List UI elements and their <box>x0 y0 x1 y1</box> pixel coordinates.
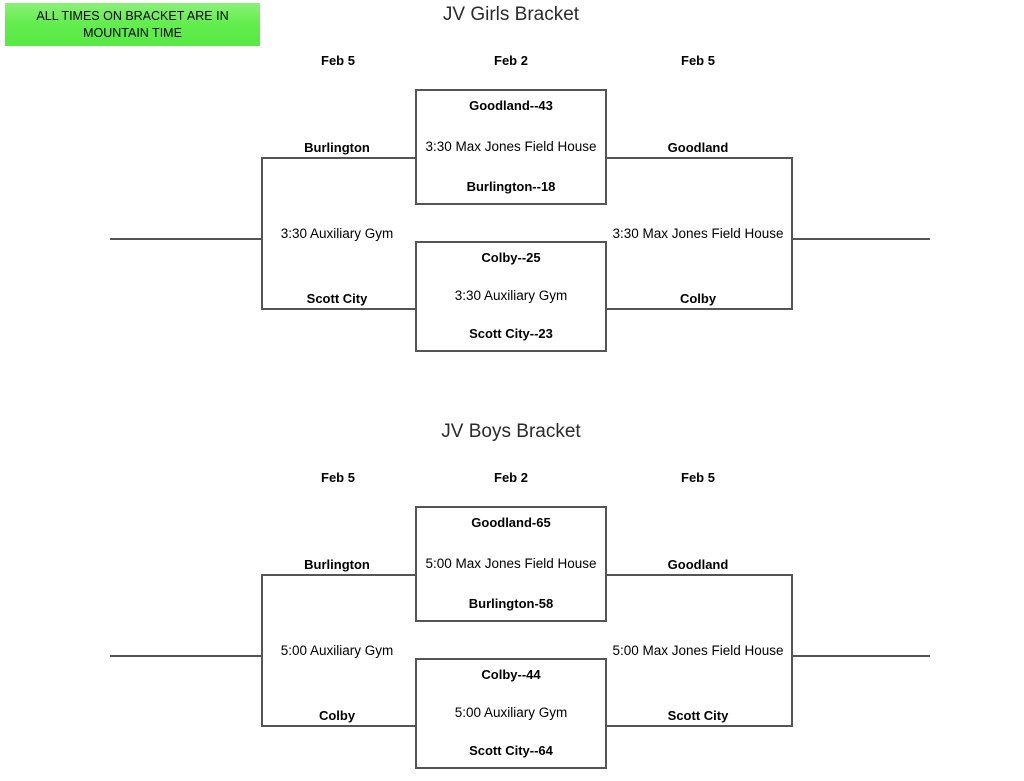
notice-line-1: ALL TIMES ON BRACKET ARE IN <box>36 8 229 23</box>
boys-semifinal-bottom-box: Colby--44 5:00 Auxiliary Gym Scott City-… <box>415 658 607 769</box>
boys-left-vertical-connector <box>261 574 263 726</box>
girls-right-venue: 3:30 Max Jones Field House <box>612 226 784 241</box>
girls-left-feed-line <box>110 238 262 240</box>
boys-semifinal-bottom-loser: Scott City--64 <box>469 743 553 758</box>
boys-right-top-arm-line <box>606 574 793 576</box>
notice-line-2: MOUNTAIN TIME <box>83 25 182 40</box>
girls-right-bottom-team: Colby <box>679 291 717 306</box>
boys-left-top-team: Burlington <box>304 557 370 572</box>
boys-semifinal-top-box: Goodland-65 5:00 Max Jones Field House B… <box>415 506 607 622</box>
girls-left-bottom-team: Scott City <box>306 291 368 306</box>
boys-semifinal-top-winner: Goodland-65 <box>471 515 551 530</box>
boys-left-bottom-arm-line <box>261 725 416 727</box>
girls-semifinal-top-venue: 3:30 Max Jones Field House <box>425 138 597 154</box>
girls-semifinal-bottom-box: Colby--25 3:30 Auxiliary Gym Scott City-… <box>415 241 607 352</box>
girls-semifinal-bottom-winner: Colby--25 <box>481 250 541 265</box>
boys-left-feed-line <box>110 655 262 657</box>
girls-left-top-arm-line <box>261 157 416 159</box>
girls-semifinal-top-box: Goodland--43 3:30 Max Jones Field House … <box>415 89 607 205</box>
girls-right-top-team: Goodland <box>667 140 729 155</box>
boys-right-top-team: Goodland <box>667 557 729 572</box>
boys-semifinal-top-venue: 5:00 Max Jones Field House <box>425 555 597 571</box>
girls-left-venue: 3:30 Auxiliary Gym <box>280 226 394 241</box>
girls-left-bottom-arm-line <box>261 308 416 310</box>
boys-semifinal-top-loser: Burlington-58 <box>468 596 554 611</box>
girls-semifinal-top-winner: Goodland--43 <box>469 98 553 113</box>
girls-round-1-date: Feb 5 <box>321 53 355 68</box>
boys-left-venue: 5:00 Auxiliary Gym <box>280 643 394 658</box>
boys-semifinal-bottom-winner: Colby--44 <box>481 667 541 682</box>
girls-right-feed-line <box>791 238 930 240</box>
girls-semifinal-bottom-venue: 3:30 Auxiliary Gym <box>454 288 568 303</box>
girls-right-top-arm-line <box>606 157 793 159</box>
girls-bracket-title: JV Girls Bracket <box>442 4 580 25</box>
girls-right-bottom-arm-line <box>606 308 793 310</box>
boys-right-vertical-connector <box>791 574 793 726</box>
girls-round-3-date: Feb 5 <box>681 53 715 68</box>
boys-left-top-arm-line <box>261 574 416 576</box>
girls-round-2-date: Feb 2 <box>494 53 528 68</box>
boys-right-feed-line <box>791 655 930 657</box>
girls-right-vertical-connector <box>791 157 793 309</box>
girls-left-vertical-connector <box>261 157 263 309</box>
boys-right-bottom-team: Scott City <box>667 708 729 723</box>
girls-semifinal-top-loser: Burlington--18 <box>466 179 556 194</box>
boys-round-1-date: Feb 5 <box>321 470 355 485</box>
boys-right-bottom-arm-line <box>606 725 793 727</box>
boys-bracket-title: JV Boys Bracket <box>441 421 581 442</box>
boys-left-bottom-team: Colby <box>318 708 356 723</box>
boys-round-3-date: Feb 5 <box>681 470 715 485</box>
boys-right-venue: 5:00 Max Jones Field House <box>612 643 784 658</box>
mountain-time-notice: ALL TIMES ON BRACKET ARE IN MOUNTAIN TIM… <box>5 3 260 46</box>
boys-round-2-date: Feb 2 <box>494 470 528 485</box>
girls-semifinal-bottom-loser: Scott City--23 <box>469 326 553 341</box>
boys-semifinal-bottom-venue: 5:00 Auxiliary Gym <box>454 705 568 720</box>
girls-left-top-team: Burlington <box>304 140 370 155</box>
